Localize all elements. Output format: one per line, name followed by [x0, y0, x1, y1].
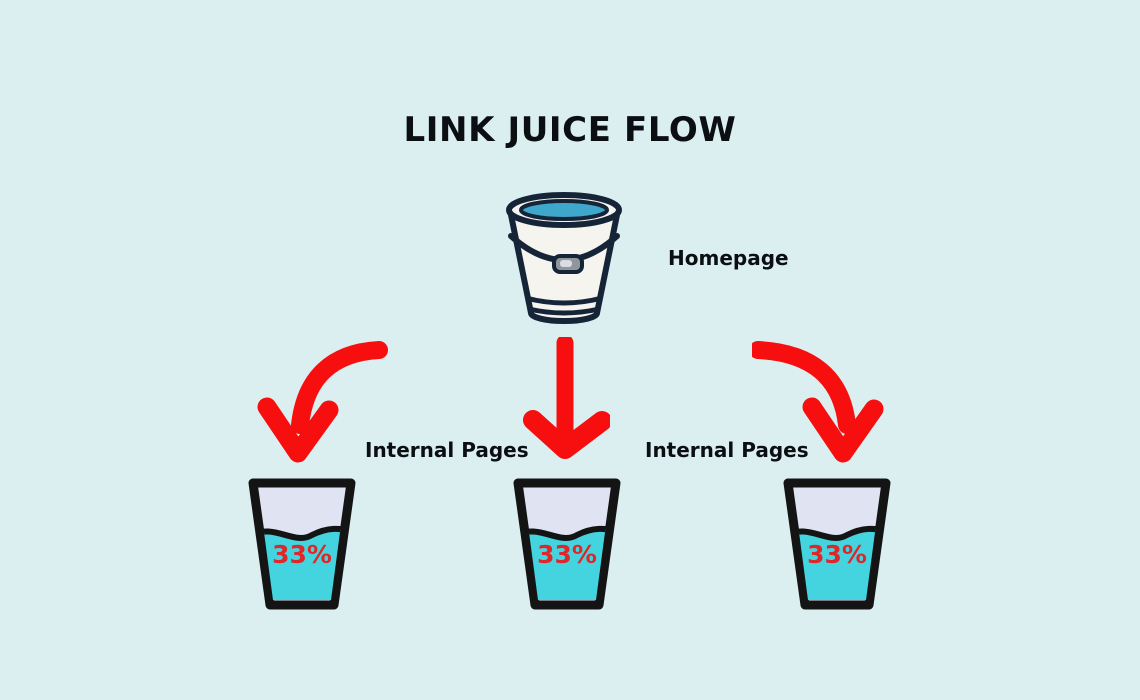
glass-icon: 33% — [783, 476, 891, 612]
internal-pages-label-right: Internal Pages — [645, 438, 809, 462]
curved-arrow-left-icon — [257, 341, 388, 463]
glass-shape — [783, 478, 891, 610]
glass-value: 33% — [537, 540, 597, 569]
straight-arrow-down-icon — [523, 337, 610, 459]
glass-value: 33% — [272, 540, 332, 569]
internal-pages-label-left: Internal Pages — [365, 438, 529, 462]
glass-shape — [513, 478, 621, 610]
glass-icon: 33% — [248, 476, 356, 612]
glass-icon: 33% — [513, 476, 621, 612]
glass-shape — [248, 478, 356, 610]
bucket-icon — [506, 192, 622, 324]
diagram-title: LINK JUICE FLOW — [403, 110, 737, 150]
homepage-label: Homepage — [668, 246, 789, 270]
curved-arrow-right-icon — [752, 341, 884, 463]
glass-value: 33% — [807, 540, 867, 569]
